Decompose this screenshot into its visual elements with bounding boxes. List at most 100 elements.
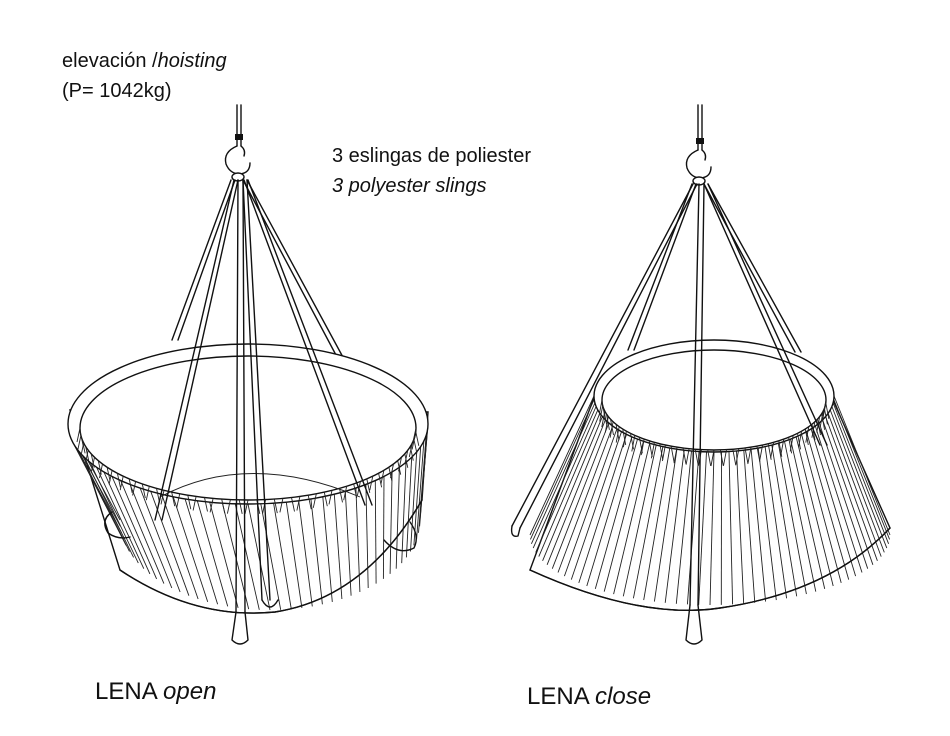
rib-line xyxy=(650,442,655,459)
rib-line xyxy=(682,447,687,465)
rib-line xyxy=(743,450,756,603)
rib-line xyxy=(615,426,620,443)
rib-line xyxy=(84,450,89,465)
lena-close-state: close xyxy=(595,683,652,710)
rib-line xyxy=(83,457,135,558)
rib-line xyxy=(184,498,219,605)
rib-line xyxy=(226,499,231,514)
rib-line xyxy=(366,478,371,493)
rib-line xyxy=(91,457,95,472)
hook-right xyxy=(685,104,712,186)
rib-line xyxy=(594,438,638,590)
rib-line xyxy=(744,447,749,465)
rib-line xyxy=(382,476,385,579)
rib-line xyxy=(532,406,597,549)
rib-line xyxy=(747,447,752,464)
rib-line xyxy=(90,453,95,468)
rib-line xyxy=(694,449,699,466)
rib-line xyxy=(723,449,727,466)
rib-line xyxy=(96,467,145,569)
slings-label-en: 3 polyester slings xyxy=(332,175,487,197)
rib-line xyxy=(285,502,303,608)
rib-line xyxy=(374,480,377,584)
rib-line xyxy=(599,405,604,422)
rib-line xyxy=(401,462,407,564)
rib-line xyxy=(719,449,724,466)
rib-line xyxy=(661,444,666,462)
rib-line xyxy=(322,496,333,602)
rib-line xyxy=(557,425,614,573)
rib-line xyxy=(780,439,785,456)
rib-line xyxy=(415,431,420,446)
rib-line xyxy=(710,449,715,467)
rib-line xyxy=(192,496,197,511)
rib-line xyxy=(120,480,165,584)
rib-line xyxy=(832,402,890,544)
rib-line xyxy=(709,451,715,606)
rib-line xyxy=(404,450,409,465)
rib-line xyxy=(221,499,226,514)
rib-line xyxy=(546,419,606,565)
rib-line xyxy=(756,446,761,463)
rib-line xyxy=(829,409,885,553)
rib-line xyxy=(770,442,775,459)
rib-line xyxy=(798,431,803,448)
rib-line xyxy=(823,408,828,425)
rib-line xyxy=(670,446,675,463)
rib-line xyxy=(416,440,425,540)
rib-line xyxy=(78,451,130,552)
lena-open-caption: LENA open xyxy=(95,678,216,706)
rib-line xyxy=(411,435,416,450)
rib-line xyxy=(805,426,810,443)
rib-line xyxy=(413,446,422,546)
rib-line xyxy=(273,503,292,610)
rib-line xyxy=(735,448,740,465)
slings-label: 3 eslingas de poliester xyxy=(332,145,532,167)
rib-line xyxy=(764,446,788,599)
rib-line xyxy=(603,441,644,592)
rib-line xyxy=(307,495,312,510)
rib-line xyxy=(129,484,173,589)
rib-line xyxy=(413,439,418,454)
rib-line xyxy=(398,457,402,472)
rib-line xyxy=(404,453,409,468)
rib-line xyxy=(312,493,317,508)
rib-line xyxy=(99,463,103,479)
rib-line xyxy=(76,427,81,443)
rib-line xyxy=(801,434,842,584)
rib-line xyxy=(530,402,596,544)
basket-rim-inner-left xyxy=(79,355,417,501)
rib-line xyxy=(631,435,636,452)
rib-line xyxy=(586,436,633,587)
rib-line xyxy=(344,491,352,596)
rib-line xyxy=(238,499,243,514)
lamp-pleats-right xyxy=(598,399,830,467)
handle-left-2 xyxy=(383,521,417,552)
rib-line xyxy=(410,451,418,552)
rib-line xyxy=(640,439,645,456)
rib-line xyxy=(378,473,383,488)
rib-line xyxy=(831,406,888,549)
rib-line xyxy=(542,416,603,561)
basket-pleats-left xyxy=(76,427,420,515)
rib-line xyxy=(161,494,199,600)
rib-line xyxy=(260,503,282,610)
rib-line xyxy=(797,433,801,450)
rib-line xyxy=(89,462,139,564)
rib-line xyxy=(116,473,121,488)
rib-line xyxy=(108,470,113,485)
rib-line xyxy=(757,448,777,601)
rib-line xyxy=(196,500,229,607)
rib-line xyxy=(128,478,133,493)
rib-line xyxy=(814,425,863,573)
rib-line xyxy=(408,442,413,458)
rib-line xyxy=(389,471,393,574)
rib-line xyxy=(578,434,627,584)
rib-line xyxy=(119,476,124,491)
rib-line xyxy=(365,484,369,589)
rib-line xyxy=(622,445,657,597)
rib-line xyxy=(529,399,595,540)
rib-line xyxy=(806,431,850,580)
lena-open-name: LENA xyxy=(95,678,157,705)
